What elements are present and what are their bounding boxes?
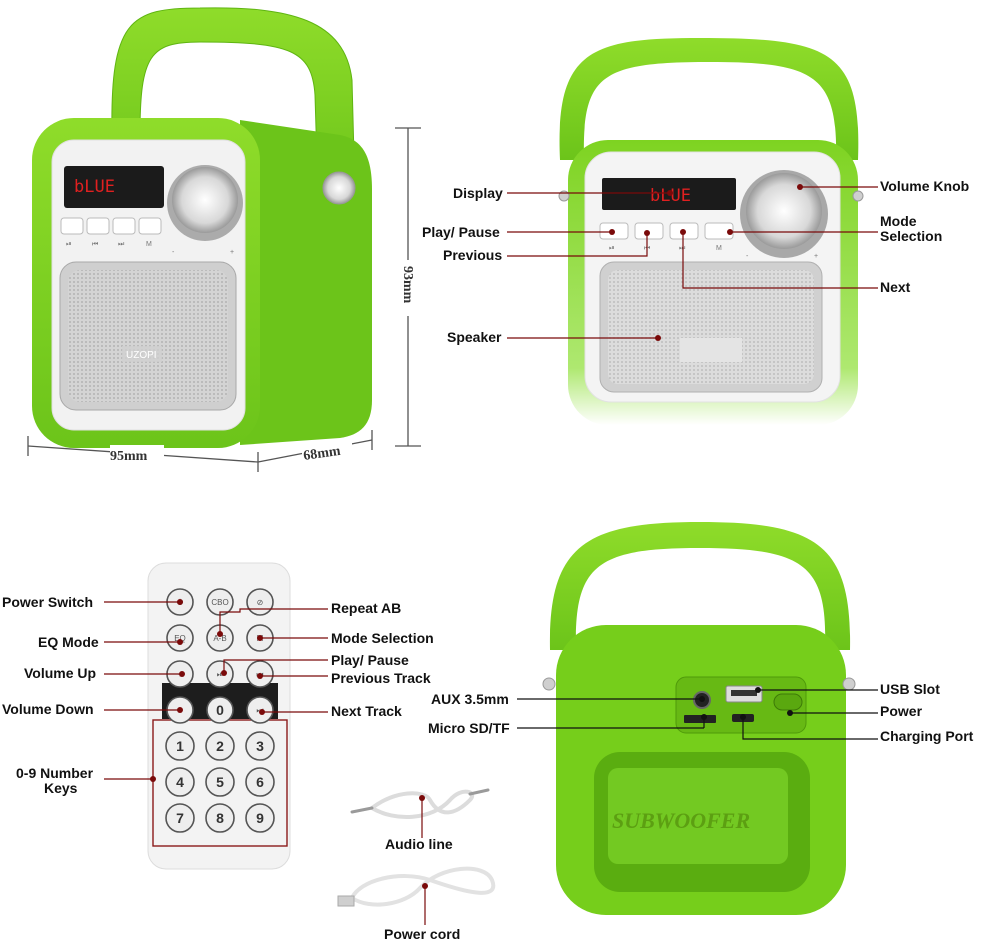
brand-plate: [680, 338, 742, 362]
svg-text:5: 5: [216, 774, 224, 790]
depth-dimension: 68mm: [302, 444, 341, 464]
subwoofer-plate: [608, 768, 788, 864]
speaker-grille: [68, 270, 228, 402]
label-mode-selection-line1: Mode: [880, 213, 917, 229]
width-dimension: 95mm: [110, 449, 148, 464]
label-audio-line: Audio line: [385, 836, 453, 852]
back-leader-lines: [517, 689, 878, 740]
label-volume-up: Volume Up: [24, 665, 96, 681]
label-mode-selection-line2: Selection: [880, 228, 942, 244]
subwoofer-text: SUBWOOFER: [612, 808, 750, 833]
label-speaker: Speaker: [447, 329, 502, 345]
label-repeat-ab: Repeat AB: [331, 600, 401, 616]
label-number-keys-line1: 0-9 Number: [16, 765, 94, 781]
svg-text:2: 2: [216, 738, 224, 754]
digit-keys: 0 1 2 3 4 5 6 7 8 9: [176, 702, 264, 826]
handle-rivet: [322, 171, 356, 205]
svg-text:⏯: ⏯: [66, 241, 72, 248]
label-play-pause: Play/ Pause: [422, 224, 500, 240]
display-text: bLUE: [650, 186, 691, 206]
svg-text:⊘: ⊘: [257, 598, 264, 607]
label-number-keys-line2: Keys: [44, 780, 78, 796]
volume-knob: [746, 173, 822, 249]
label-micro-sd: Micro SD/TF: [428, 720, 510, 736]
svg-text:EQ: EQ: [174, 634, 186, 643]
svg-text:⏭: ⏭: [118, 241, 125, 248]
svg-text:9: 9: [256, 810, 264, 826]
svg-text:0: 0: [216, 702, 224, 718]
label-eq-mode: EQ Mode: [38, 634, 99, 650]
label-display: Display: [453, 185, 503, 201]
svg-text:6: 6: [256, 774, 264, 790]
svg-text:⏮: ⏮: [92, 241, 98, 248]
label-volume-knob: Volume Knob: [880, 178, 969, 194]
svg-text:⏯: ⏯: [609, 245, 615, 252]
svg-text:7: 7: [176, 810, 184, 826]
svg-text:M: M: [146, 241, 152, 248]
svg-text:+: +: [814, 253, 818, 260]
remote-control: ⏻ CBO ⊘ EQ A-B M + ⏯ ⏮ − ⏭ 0 1 2 3 4 5 6…: [147, 562, 291, 870]
svg-text:⏯: ⏯: [217, 670, 223, 679]
svg-text:CBO: CBO: [211, 598, 228, 607]
micro-sd-slot: [684, 715, 716, 723]
speaker-back-view: SUBWOOFER: [542, 522, 856, 915]
handle: [549, 522, 851, 650]
svg-text:3: 3: [256, 738, 264, 754]
svg-text:4: 4: [176, 774, 184, 790]
display-text: bLUE: [74, 177, 115, 197]
label-charging-port: Charging Port: [880, 728, 974, 744]
control-buttons: ⏯ ⏮ ⏭ M - +: [60, 217, 234, 256]
front-leader-lines: [507, 186, 878, 339]
speaker-front-labeled: bLUE ⏯ ⏮ ⏭ M - +: [558, 38, 864, 425]
label-previous-track: Previous Track: [331, 670, 431, 686]
label-previous: Previous: [443, 247, 502, 263]
label-power: Power: [880, 703, 923, 719]
label-aux: AUX 3.5mm: [431, 691, 509, 707]
display-screen: [64, 166, 164, 208]
svg-text:8: 8: [216, 810, 224, 826]
svg-text:-: -: [746, 253, 749, 260]
svg-text:M: M: [716, 245, 722, 252]
label-remote-mode-selection: Mode Selection: [331, 630, 434, 646]
svg-text:+: +: [230, 249, 234, 256]
svg-text:A-B: A-B: [213, 634, 226, 643]
label-volume-down: Volume Down: [2, 701, 94, 717]
svg-text:1: 1: [176, 738, 184, 754]
power-cord-cable: [337, 866, 496, 907]
speaker-front-perspective: bLUE ⏯ ⏮ ⏭ M - + UZOPI: [32, 7, 372, 448]
svg-text:-: -: [172, 249, 175, 256]
height-dimension: 93mm: [400, 266, 415, 304]
label-next: Next: [880, 279, 911, 295]
label-power-switch: Power Switch: [2, 594, 93, 610]
audio-line-cable: [350, 788, 490, 819]
power-switch: [773, 693, 803, 711]
remote-buttons: [165, 588, 275, 833]
label-next-track: Next Track: [331, 703, 402, 719]
volume-knob: [172, 167, 238, 233]
label-power-cord: Power cord: [384, 926, 460, 942]
label-usb-slot: USB Slot: [880, 681, 940, 697]
brand-text: UZOPI: [126, 350, 157, 361]
speaker-grille: [608, 270, 814, 384]
remote-leader-lines: [104, 601, 328, 780]
label-remote-play-pause: Play/ Pause: [331, 652, 409, 668]
brand-plate: [122, 346, 162, 362]
